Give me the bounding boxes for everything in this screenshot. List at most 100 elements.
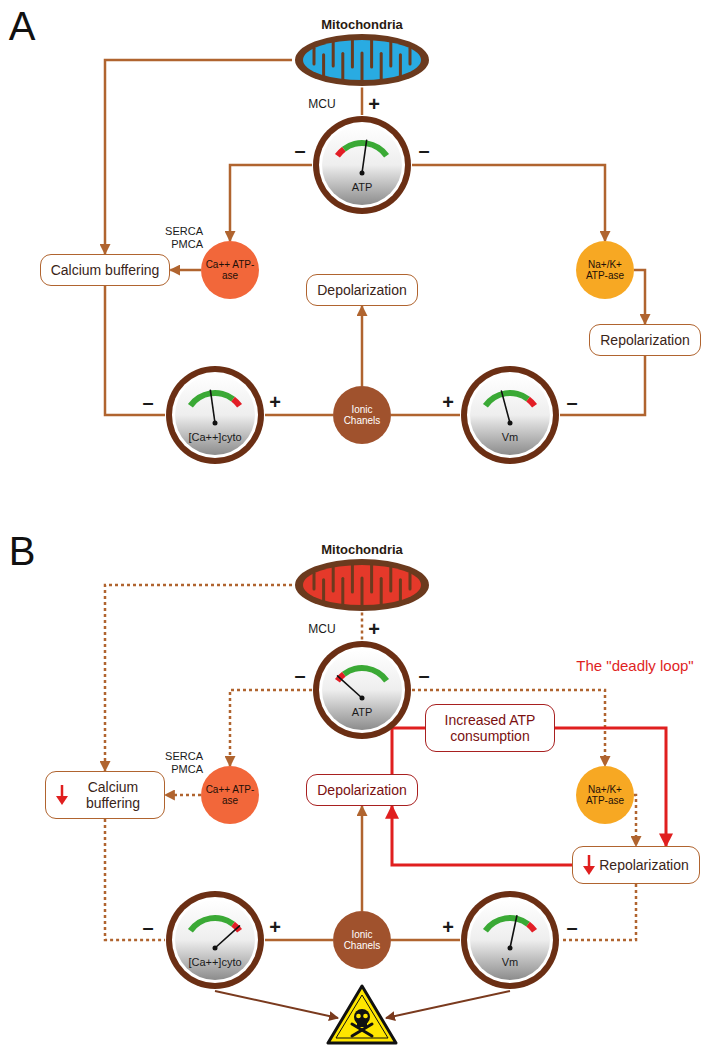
node-text: Na+/K+ ATP-ase — [579, 784, 631, 807]
connector-arrow — [361, 306, 364, 386]
pump-label: SERCA PMCA — [157, 750, 203, 775]
effect-sign: – — [294, 665, 305, 685]
component-circle: Na+/K+ ATP-ase — [576, 766, 634, 824]
connector-arrow — [170, 269, 201, 272]
level-gauge: Vm — [460, 890, 560, 990]
level-gauge: Vm — [460, 365, 560, 465]
loop-title: The "deadly loop" — [576, 657, 693, 674]
part-label: MCU — [308, 622, 335, 636]
mitochondrion-shape — [292, 557, 432, 613]
effect-sign: – — [566, 392, 577, 412]
label-text: MCU — [308, 97, 335, 111]
node-text: Calcium buffering — [72, 779, 154, 811]
node-text: Increased ATP consumption — [436, 712, 544, 744]
toxicity-arrow — [215, 991, 338, 1018]
organelle-label: Mitochondria — [321, 542, 403, 557]
gauge-dial — [312, 115, 412, 215]
effect-sign: + — [368, 619, 380, 639]
feedback-loop-arrow — [555, 728, 666, 846]
component-circle: Ca++ ATP-ase — [201, 766, 259, 824]
node-text: Repolarization — [599, 857, 689, 873]
connector-arrow — [265, 414, 333, 417]
label-text: – — [566, 391, 577, 413]
connector-arrow — [105, 60, 292, 254]
connector-arrow — [105, 286, 165, 415]
connector-arrow — [105, 585, 292, 771]
decrease-arrow — [583, 854, 595, 876]
mitochondrion: Mitochondria — [292, 542, 432, 613]
part-label: MCU — [308, 97, 335, 111]
level-gauge: [Ca++]cyto — [165, 365, 265, 465]
connector-arrow — [361, 88, 364, 116]
effect-sign: + — [368, 94, 380, 114]
feedback-loop-arrow — [392, 728, 425, 774]
label-text: – — [418, 139, 429, 161]
process-box: Increased ATP consumption — [425, 704, 555, 752]
panel-letter: A — [9, 6, 36, 46]
process-box: Calcium buffering — [40, 254, 171, 286]
effect-sign: – — [418, 665, 429, 685]
label-text: + — [442, 391, 454, 413]
node-text: Depolarization — [317, 282, 407, 298]
gauge-dial — [165, 890, 265, 990]
connector-arrow — [265, 939, 333, 942]
gauge-dial — [165, 365, 265, 465]
connector-arrow — [361, 613, 364, 641]
node-text: Depolarization — [317, 782, 407, 798]
process-box: Depolarization — [306, 774, 418, 806]
connector-arrow — [560, 356, 645, 415]
hazard-skull-sign — [328, 986, 396, 1043]
effect-sign: + — [269, 917, 281, 937]
label-text: The "deadly loop" — [576, 657, 693, 674]
label-text: – — [418, 664, 429, 686]
label-text: – — [294, 139, 305, 161]
node-text: Vm — [502, 431, 519, 443]
label-text: A — [9, 4, 36, 48]
effect-sign: – — [142, 392, 153, 412]
label-text: B — [9, 529, 36, 573]
label-text: – — [294, 664, 305, 686]
gauge-dial — [312, 640, 412, 740]
connector-arrow — [634, 270, 645, 324]
pump-label: SERCA PMCA — [157, 225, 203, 250]
node-text: [Ca++]cyto — [188, 431, 241, 443]
label-text: SERCA PMCA — [165, 750, 203, 775]
connector-arrow — [361, 806, 364, 911]
label-text: – — [566, 916, 577, 938]
effect-sign: – — [418, 140, 429, 160]
level-gauge: ATP — [312, 640, 412, 740]
gauge-dial — [460, 365, 560, 465]
mitochondrion: Mitochondria — [292, 17, 432, 88]
node-text: [Ca++]cyto — [188, 956, 241, 968]
connector-arrow — [412, 165, 605, 241]
process-box: Repolarization — [589, 324, 701, 356]
component-circle: Ionic Chanels — [333, 911, 391, 969]
node-text: Vm — [502, 956, 519, 968]
node-text: Na+/K+ ATP-ase — [579, 259, 631, 282]
connector-arrow — [165, 794, 201, 797]
panel-letter: B — [9, 531, 36, 571]
connector-arrow — [105, 819, 165, 940]
label-text: SERCA PMCA — [165, 225, 203, 250]
level-gauge: ATP — [312, 115, 412, 215]
connector-arrow — [230, 690, 312, 766]
connector-arrow — [391, 939, 460, 942]
node-text: Repolarization — [600, 332, 690, 348]
effect-sign: + — [269, 392, 281, 412]
label-text: + — [442, 916, 454, 938]
label-text: + — [368, 618, 380, 640]
effect-sign: – — [142, 917, 153, 937]
process-box: Repolarization — [572, 846, 700, 884]
level-gauge: [Ca++]cyto — [165, 890, 265, 990]
label-text: + — [368, 93, 380, 115]
node-text: Calcium buffering — [51, 262, 160, 278]
node-text: Ca++ ATP-ase — [204, 784, 256, 807]
connector-arrow — [560, 884, 636, 940]
effect-sign: + — [442, 392, 454, 412]
effect-sign: + — [442, 917, 454, 937]
node-text: Ionic Chanels — [336, 404, 388, 427]
mitochondrion-shape — [292, 32, 432, 88]
label-text: + — [269, 391, 281, 413]
label-text: – — [142, 391, 153, 413]
